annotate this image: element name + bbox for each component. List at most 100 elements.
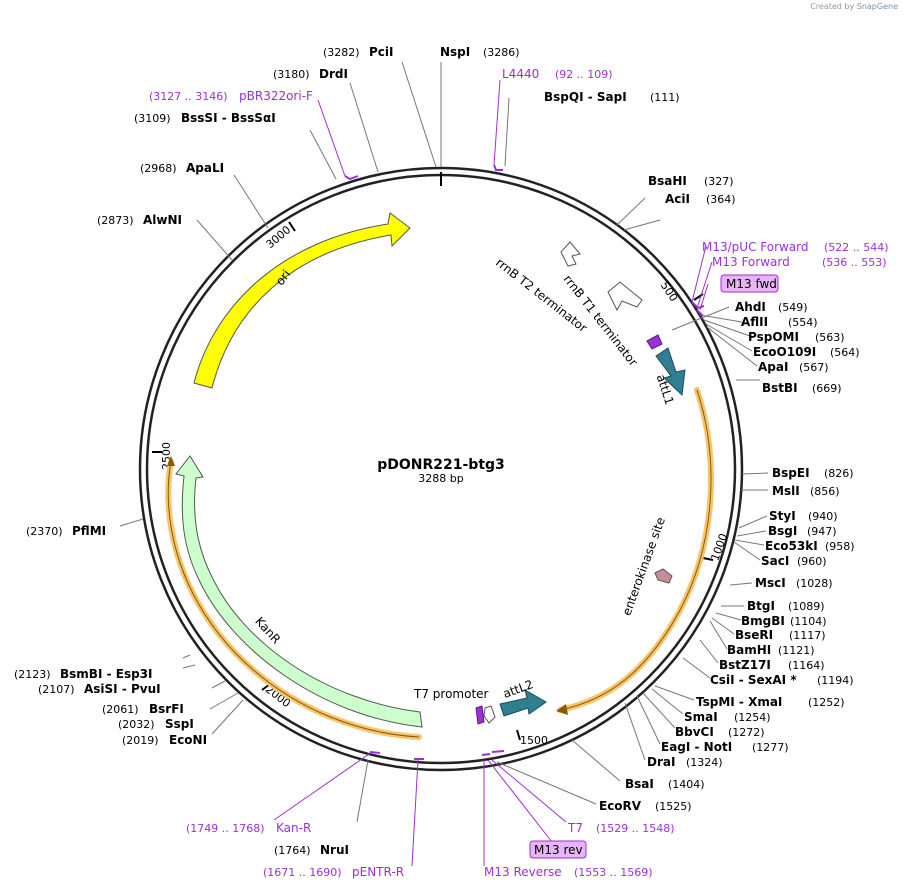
site-nrui: NruI — [320, 843, 349, 857]
primer-kanr-pos: (1749 .. 1768) — [186, 822, 265, 835]
site-acii-pos: (364) — [706, 193, 736, 206]
site-ecorv: EcoRV — [599, 799, 642, 813]
attl1-feature-arrow — [655, 347, 686, 397]
site-pspomi-pos: (563) — [815, 331, 845, 344]
site-nspi: NspI — [440, 45, 470, 59]
site-eco53ki-pos: (958) — [825, 540, 855, 553]
site-pflmi: PflMI — [72, 524, 106, 538]
site-econi-pos: (2019) — [122, 734, 159, 747]
site-bbvci-pos: (1272) — [728, 726, 765, 739]
tick-label-1500: 1500 — [520, 734, 548, 747]
primer-pbr322ori-pos: (3127 .. 3146) — [149, 90, 228, 103]
enterokinase-label: enterokinase site — [619, 515, 668, 617]
site-sspi: SspI — [165, 717, 194, 731]
site-styi: StyI — [769, 509, 796, 523]
site-apai: ApaI — [758, 360, 788, 374]
site-bbvci: BbvCI — [675, 725, 714, 739]
rrnb-t1-arrow — [607, 281, 643, 312]
site-bsmbi: BsmBI - Esp3I — [60, 667, 152, 681]
site-ecoo109i: EcoO109I — [753, 345, 816, 359]
site-drdi: DrdI — [319, 67, 348, 81]
site-bspqi-pos: (111) — [650, 91, 680, 104]
site-ahdi: AhdI — [735, 300, 766, 314]
site-alwni: AlwNI — [143, 213, 182, 227]
site-asisi: AsiSI - PvuI — [84, 682, 161, 696]
primer-m13-rev-box — [529, 840, 587, 859]
site-bsrfi: BsrFI — [149, 702, 184, 716]
primer-kanr: Kan-R — [276, 821, 311, 835]
site-bsmbi-pos: (2123) — [14, 668, 51, 681]
site-bstz17i-pos: (1164) — [788, 659, 825, 672]
site-aflii: AflII — [741, 315, 768, 329]
plasmid-length: 3288 bp — [418, 472, 463, 485]
site-bseri-pos: (1117) — [789, 629, 826, 642]
orf-head — [556, 704, 568, 715]
site-pcii: PciI — [369, 45, 394, 59]
site-asisi-pos: (2107) — [38, 683, 75, 696]
site-eco53ki: Eco53kI — [765, 539, 818, 553]
site-bspei: BspEI — [772, 466, 810, 480]
site-saci-pos: (960) — [797, 555, 827, 568]
site-ecorv-pos: (1525) — [655, 800, 692, 813]
primer-pentr: pENTR-R — [352, 865, 404, 879]
site-eagi: EagI - NotI — [661, 740, 732, 754]
site-bstz17i: BstZ17I — [719, 658, 771, 672]
kanr-orf-head — [167, 456, 175, 466]
kanr-feature-arrow — [175, 455, 423, 728]
primer-pbr322ori: pBR322ori-F — [239, 89, 313, 103]
primer-m13-rev: M13 rev — [534, 843, 583, 857]
site-bspqi: BspQI - SapI — [544, 90, 627, 104]
site-ahdi-pos: (549) — [778, 301, 808, 314]
site-bsrfi-pos: (2061) — [102, 703, 139, 716]
primer-m13-fwd: M13 fwd — [726, 277, 777, 291]
site-apai-pos: (567) — [799, 361, 829, 374]
kanr-orf-line — [167, 461, 420, 738]
tick-label-1000: 1000 — [708, 532, 730, 563]
site-bspei-pos: (826) — [824, 467, 854, 480]
site-bsai: BsaI — [625, 777, 654, 791]
t7-promoter-arrow — [475, 705, 485, 725]
site-bsai-pos: (1404) — [668, 778, 705, 791]
site-apali-pos: (2968) — [140, 162, 177, 175]
site-pflmi-pos: (2370) — [26, 525, 63, 538]
site-bsahi: BsaHI — [648, 174, 687, 188]
t7-promoter-label: T7 promoter — [413, 687, 489, 701]
site-bmgbi: BmgBI — [741, 614, 785, 628]
site-btgi-pos: (1089) — [788, 600, 825, 613]
primer-feature-arrow-top — [646, 334, 663, 350]
site-pspomi: PspOMI — [748, 330, 799, 344]
site-bamhi-pos: (1121) — [778, 644, 815, 657]
orf-line — [559, 389, 712, 711]
snapgene-credit: Created by SnapGene — [810, 2, 898, 11]
site-bmgbi-pos: (1104) — [790, 615, 827, 628]
site-nrui-pos: (1764) — [274, 844, 311, 857]
site-ecoo109i-pos: (564) — [830, 346, 860, 359]
primer-m13-reverse-pos: (1553 .. 1569) — [574, 866, 653, 879]
t7-white-arrow — [483, 705, 496, 724]
site-bsahi-pos: (327) — [704, 175, 734, 188]
site-bstbi: BstBI — [762, 381, 798, 395]
primer-pentr-pos: (1671 .. 1690) — [263, 866, 342, 879]
site-drai-pos: (1324) — [686, 756, 723, 769]
rrnb-t2-arrow — [560, 241, 581, 267]
site-msli: MslI — [772, 484, 800, 498]
site-nspi-pos: (3286) — [483, 46, 520, 59]
ori-feature-arrow — [193, 212, 411, 389]
site-bsgi-pos: (947) — [807, 525, 837, 538]
primer-l4440: L4440 — [502, 67, 539, 81]
snapgene-logo: SnapGene — [856, 2, 898, 11]
kanr-orf-glow — [165, 459, 422, 740]
site-bsssi: BssSI - BssSαI — [181, 111, 276, 125]
site-aflii-pos: (554) — [788, 316, 818, 329]
primer-m13puc-fwd-pos: (522 .. 544) — [824, 241, 889, 254]
site-smai: SmaI — [684, 710, 718, 724]
attl2-feature-arrow — [499, 688, 547, 717]
primer-t7: T7 — [567, 821, 583, 835]
primer-m13-fwd-box — [720, 274, 779, 293]
primer-l4440-pos: (92 .. 109) — [555, 68, 613, 81]
site-bsssi-pos: (3109) — [134, 112, 171, 125]
site-bstbi-pos: (669) — [812, 382, 842, 395]
site-saci: SacI — [761, 554, 789, 568]
site-msci-pos: (1028) — [796, 577, 833, 590]
site-apali: ApaLI — [186, 161, 224, 175]
